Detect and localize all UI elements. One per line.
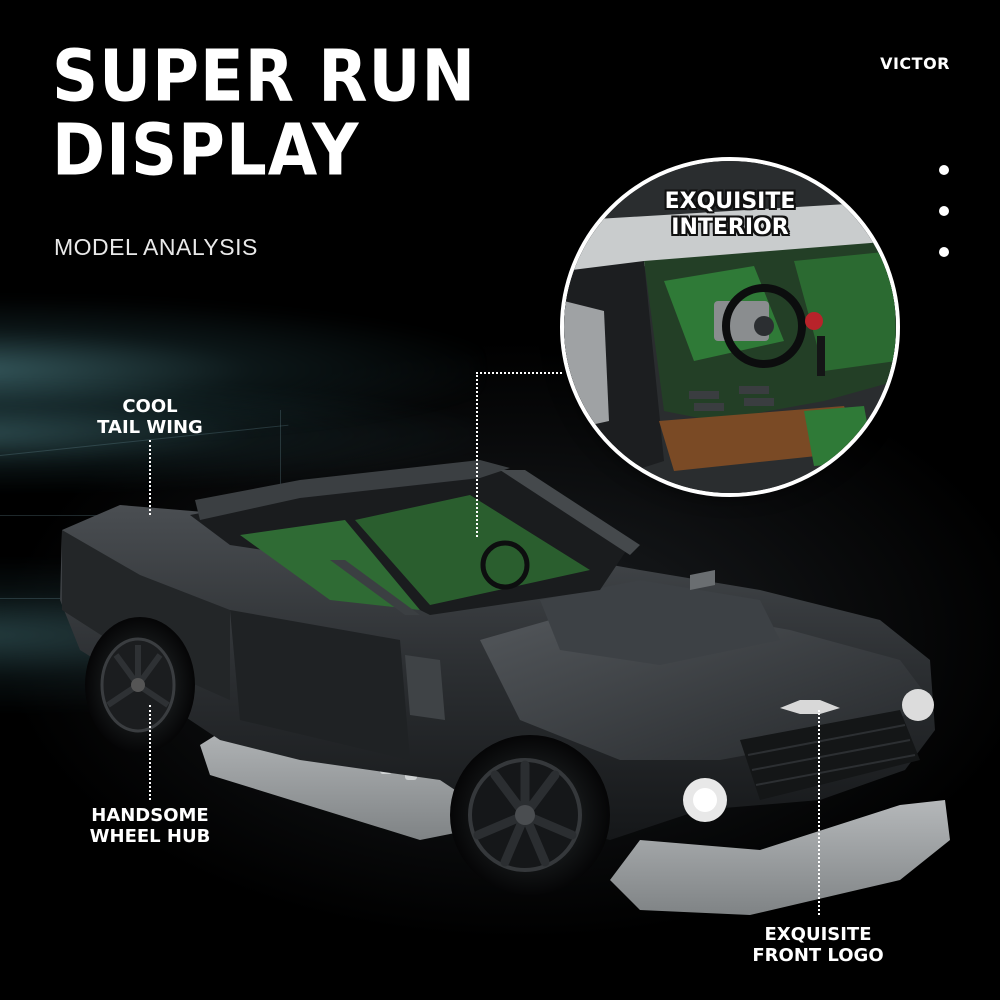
callout-front-logo-line-2: FRONT LOGO (752, 945, 884, 966)
cabin (190, 460, 640, 615)
callout-tail-wing: COOL TAIL WING (50, 396, 250, 438)
callout-wheel-hub: HANDSOME WHEEL HUB (50, 805, 250, 847)
brand-logo: VICTOR (880, 54, 950, 73)
inset-label-line-1: EXQUISITE (664, 189, 796, 214)
hood-vent (690, 570, 715, 590)
interior-detail-image (564, 161, 896, 493)
front-wheel (450, 735, 610, 895)
headline-line-2: DISPLAY (52, 109, 360, 193)
callout-front-logo: EXQUISITE FRONT LOGO (718, 924, 918, 966)
dot (939, 247, 949, 257)
inset-gear-shift (817, 336, 825, 376)
tail-wing-pointer (149, 440, 151, 515)
light-beam (0, 300, 480, 440)
wheel-hub-pointer (149, 705, 151, 800)
inset-label: EXQUISITE INTERIOR (564, 189, 896, 241)
front-fascia (683, 570, 934, 822)
headline-line-1: SUPER RUN (52, 35, 477, 119)
interior-pointer-vertical (476, 372, 478, 537)
front-logo-emblem (780, 700, 840, 714)
inset-label-line-2: INTERIOR (671, 215, 789, 240)
interior-dashboard (355, 495, 590, 605)
inset-steering-wheel (722, 284, 806, 368)
subheading: MODEL ANALYSIS (54, 234, 258, 260)
front-splitter (610, 800, 950, 915)
callout-tail-wing-line-1: COOL (122, 396, 178, 417)
front-logo-pointer (818, 710, 820, 915)
door (230, 610, 410, 760)
rear-wheel (85, 617, 195, 753)
callout-tail-wing-line-2: TAIL WING (97, 417, 203, 438)
side-vent (405, 655, 445, 720)
inset-red-knob (805, 312, 823, 330)
interior-pointer-horizontal (476, 372, 562, 374)
callout-wheel-hub-line-2: WHEEL HUB (89, 826, 211, 847)
dot (939, 206, 949, 216)
headlight (902, 689, 934, 721)
hood-scoop (540, 580, 780, 665)
dot (939, 165, 949, 175)
interior-detail-inset: EXQUISITE INTERIOR (560, 157, 900, 497)
grid-line (280, 410, 281, 520)
tail-wing (195, 460, 510, 520)
steering-wheel (480, 540, 530, 590)
grid-line (0, 598, 120, 599)
callout-wheel-hub-line-1: HANDSOME (91, 805, 209, 826)
callout-front-logo-line-1: EXQUISITE (764, 924, 872, 945)
pagination-dots (939, 165, 951, 288)
page-title: SUPER RUN DISPLAY (52, 40, 476, 188)
